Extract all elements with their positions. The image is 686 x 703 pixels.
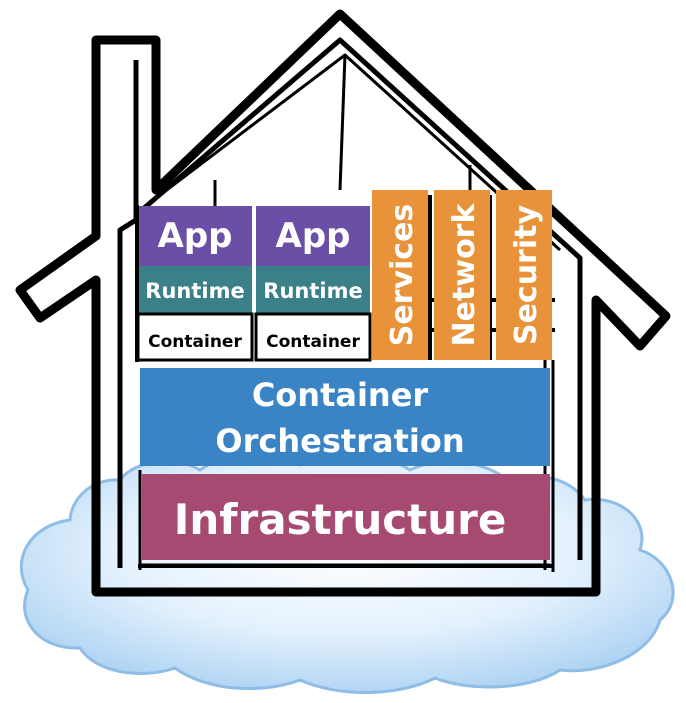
app-label: App	[276, 216, 351, 256]
runtime-label: Runtime	[145, 279, 244, 303]
security-label: Security	[509, 205, 544, 346]
vertical-security: Security	[496, 190, 552, 360]
app-block	[256, 206, 370, 266]
infrastructure-block	[142, 474, 550, 560]
orchestration-line1: Container	[252, 376, 429, 414]
app-block	[138, 206, 252, 266]
infrastructure-layer: Infrastructure	[142, 474, 550, 560]
vertical-services: Services	[372, 190, 428, 360]
orchestration-layer: Container Orchestration	[140, 368, 550, 466]
vertical-network: Network	[434, 190, 490, 360]
roof-inner	[159, 53, 562, 252]
security-block	[496, 190, 552, 360]
network-block	[434, 190, 490, 360]
column-1: App Runtime Container	[136, 206, 254, 362]
column-2: App Runtime Container	[254, 206, 372, 362]
app-label: App	[158, 216, 233, 256]
runtime-label: Runtime	[263, 279, 362, 303]
orchestration-line2: Orchestration	[215, 422, 464, 460]
network-label: Network	[447, 203, 482, 347]
infrastructure-label: Infrastructure	[174, 495, 507, 544]
container-label: Container	[266, 332, 360, 352]
orchestration-block	[140, 368, 550, 466]
foreground-lines	[135, 205, 555, 572]
runtime-block	[256, 266, 370, 314]
container-label: Container	[148, 332, 242, 352]
container-block	[254, 312, 372, 362]
house-outer	[15, 9, 671, 597]
services-block	[372, 190, 428, 360]
services-label: Services	[385, 204, 420, 347]
runtime-block	[138, 266, 252, 314]
